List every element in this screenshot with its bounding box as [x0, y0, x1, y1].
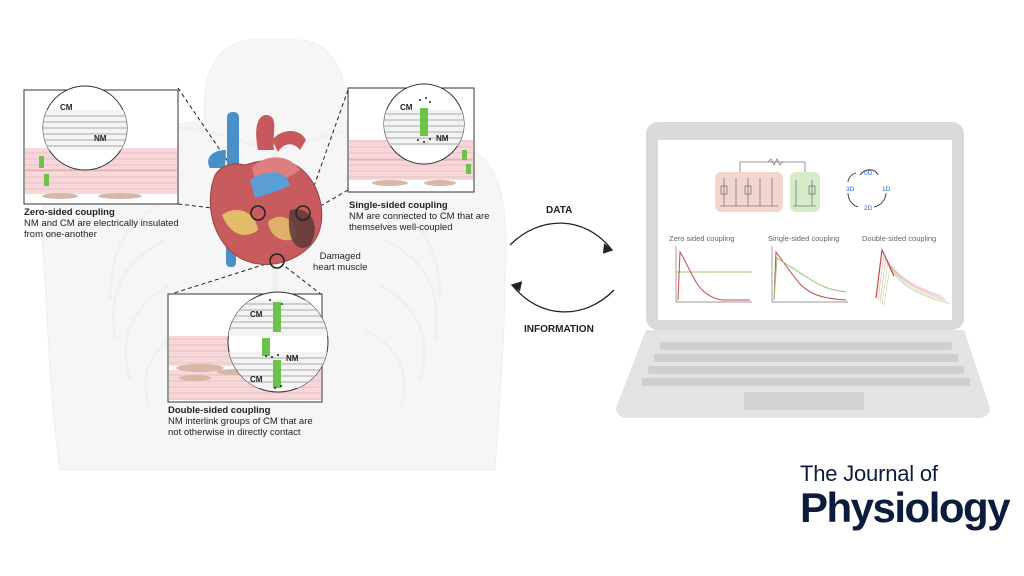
mini-chart-zero [675, 246, 752, 303]
zero-nm-label: NM [94, 134, 107, 143]
double-cm-label-bottom: CM [250, 375, 263, 384]
zero-sided-title: Zero-sided coupling [24, 207, 115, 218]
heart-illustration [208, 112, 323, 269]
dimension-cycle [847, 169, 887, 208]
journal-line-1: The Journal of [800, 461, 938, 486]
dim-label-1d: 1D [882, 186, 891, 193]
damaged-label-line-2: heart muscle [313, 262, 368, 273]
zero-sided-desc-1: NM and CM are electrically insulated [24, 218, 179, 229]
mini-chart-single [771, 246, 848, 303]
damaged-muscle-label: Damaged heart muscle [313, 251, 367, 273]
panel-title-zero: Zero sided coupling [669, 234, 735, 243]
zero-sided-panel: CM NM [23, 85, 179, 205]
dim-label-0d: 0D [864, 170, 873, 177]
journal-line-2: Physiology [800, 484, 1011, 531]
cycle-arrows [509, 222, 615, 313]
double-sided-panel: CM NM CM [167, 291, 329, 403]
panel-title-single: Single-sided coupling [768, 234, 840, 243]
single-cm-label: CM [400, 103, 413, 112]
zero-sided-caption: Zero-sided coupling NM and CM are electr… [24, 207, 179, 240]
double-nm-label: NM [286, 354, 299, 363]
single-nm-label: NM [436, 134, 449, 143]
double-sided-desc-1: NM interlink groups of CM that are [168, 416, 313, 427]
data-arrow [509, 222, 613, 251]
information-arrow [511, 284, 615, 313]
single-sided-title: Single-sided coupling [349, 200, 448, 211]
dim-label-3d: 3D [846, 186, 855, 193]
touchpad [744, 392, 864, 410]
single-sided-desc-1: NM are connected to CM that are [349, 211, 490, 222]
zero-cm-label: CM [60, 103, 73, 112]
damaged-label-line-1: Damaged [319, 251, 361, 262]
double-sided-caption: Double-sided coupling NM interlink group… [168, 405, 313, 438]
double-sided-desc-2: not otherwise in directly contact [168, 427, 301, 438]
single-sided-panel: CM NM [347, 83, 475, 193]
double-cm-label-top: CM [250, 310, 263, 319]
single-sided-caption: Single-sided coupling NM are connected t… [349, 200, 489, 233]
mini-chart-double [875, 247, 951, 307]
double-sided-title: Double-sided coupling [168, 405, 271, 416]
panel-title-double: Double-sided coupling [862, 234, 937, 243]
single-sided-desc-2: themselves well-coupled [349, 222, 453, 233]
journal-logo: The Journal of Physiology [800, 461, 1011, 531]
keyboard [642, 342, 970, 386]
data-label: DATA [546, 205, 573, 216]
information-label: INFORMATION [524, 324, 594, 335]
laptop-illustration: 0D 1D 2D 3D [616, 122, 990, 418]
dim-label-2d: 2D [864, 205, 873, 212]
zero-sided-desc-2: from one-another [24, 229, 97, 240]
